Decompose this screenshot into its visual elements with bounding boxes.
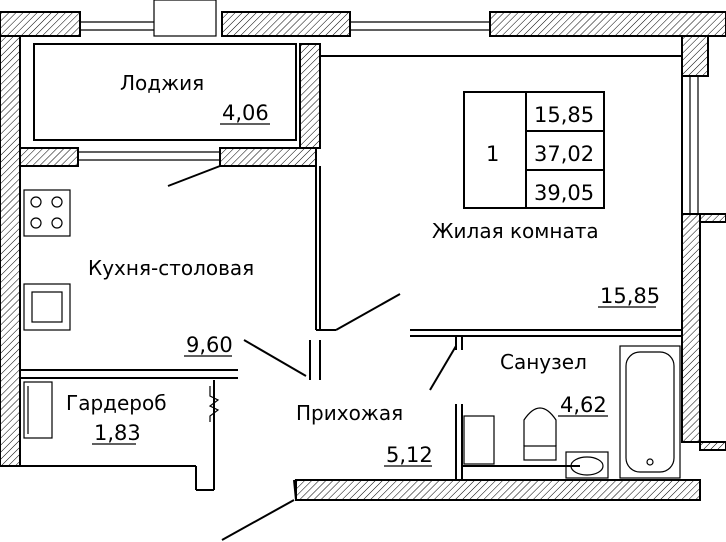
windows [78, 0, 699, 214]
living-area: 15,85 [600, 284, 660, 308]
loggia-area: 4,06 [222, 101, 269, 125]
summary-living-area: 15,85 [534, 103, 594, 127]
sink-icon [23, 283, 71, 331]
wardrobe-area: 1,83 [94, 421, 141, 445]
wardrobe-name: Гардероб [66, 391, 167, 415]
wardrobe-shelf-icon [23, 381, 53, 439]
summary-total-area: 37,02 [534, 142, 594, 166]
interior-lines [19, 36, 683, 501]
stove-icon [23, 189, 71, 237]
doors [167, 165, 457, 541]
hall-name: Прихожая [296, 401, 403, 425]
kitchen-name: Кухня-столовая [88, 256, 254, 280]
living-name: Жилая комната [432, 219, 599, 243]
washing-machine-icon [463, 415, 495, 465]
area-summary-table [463, 91, 605, 209]
toilet-icon [523, 407, 557, 461]
bathtub-icon [619, 345, 681, 479]
bathroom-sink-icon [565, 451, 609, 479]
bathroom-area: 4,62 [560, 393, 607, 417]
hall-area: 5,12 [386, 443, 433, 467]
rooms-count: 1 [486, 142, 499, 166]
exterior-walls [0, 11, 726, 501]
bathroom-name: Санузел [500, 350, 587, 374]
loggia-name: Лоджия [120, 71, 204, 95]
kitchen-area: 9,60 [186, 333, 233, 357]
summary-total-with-loggia: 39,05 [534, 181, 594, 205]
